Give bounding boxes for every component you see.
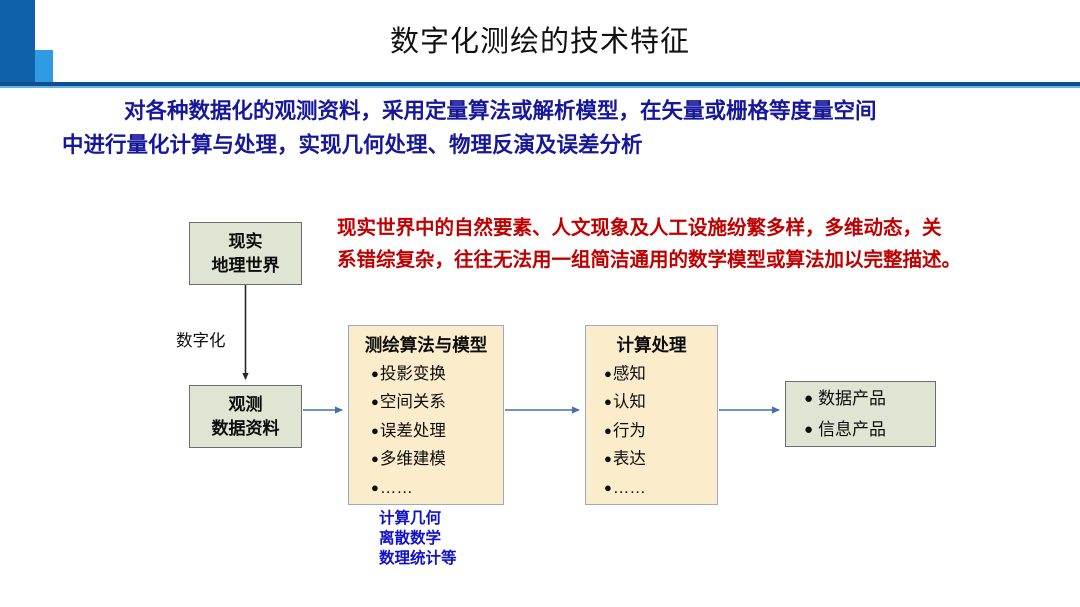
red-paragraph-line-2: 系错综复杂，往往无法用一组简洁通用的数学模型或算法加以完整描述。 xyxy=(337,248,962,271)
list-item-label: 误差处理 xyxy=(379,421,446,440)
list-item-label: 表达 xyxy=(612,450,646,469)
edge-label-digitize: 数字化 xyxy=(176,332,226,350)
flow-node-observation-line-2: 数据资料 xyxy=(211,418,280,438)
flow-node-computation[interactable]: 计算处理 ●感知 ●认知 ●行为 ●表达 ●…… xyxy=(585,325,718,505)
bullet-icon: ● xyxy=(371,422,379,438)
flow-node-real-world[interactable]: 现实 地理世界 xyxy=(189,222,302,285)
list-item: ●…… xyxy=(349,474,503,502)
list-item: ●行为 xyxy=(586,417,717,445)
lead-paragraph: 对各种数据化的观测资料，采用定量算法或解析模型，在矢量或栅格等度量空间 中进行量… xyxy=(62,95,1022,162)
list-item: ●投影变换 xyxy=(349,360,503,388)
flow-node-real-world-line-2: 地理世界 xyxy=(211,255,280,275)
list-item-label: …… xyxy=(612,478,646,497)
bullet-icon: ● xyxy=(804,421,814,438)
header-divider-rule xyxy=(0,82,1080,86)
flow-node-algorithms-title: 测绘算法与模型 xyxy=(364,335,488,355)
header-divider-rule-light xyxy=(0,86,1080,88)
flow-node-computation-title: 计算处理 xyxy=(616,335,687,355)
list-item: ●…… xyxy=(586,474,717,502)
list-item-label: 投影变换 xyxy=(379,365,446,383)
corner-accent-dark-bar xyxy=(0,0,35,82)
flow-node-observation-line-1: 观测 xyxy=(228,395,263,415)
list-item-label: 多维建模 xyxy=(379,450,446,469)
bullet-icon: ● xyxy=(604,451,612,467)
red-emphasis-paragraph: 现实世界中的自然要素、人文现象及人工设施纷繁多样，多维动态，关 系错综复杂，往往… xyxy=(337,213,985,276)
page-title: 数字化测绘的技术特征 xyxy=(389,26,690,58)
flow-node-observation-data[interactable]: 观测 数据资料 xyxy=(189,385,302,448)
flow-node-algorithms-models[interactable]: 测绘算法与模型 ●投影变换 ●空间关系 ●误差处理 ●多维建模 ●…… xyxy=(348,325,504,505)
list-item-label: …… xyxy=(379,478,413,497)
bullet-icon: ● xyxy=(804,389,814,407)
bullet-icon: ● xyxy=(604,394,612,410)
list-item: ●表达 xyxy=(586,445,717,473)
list-item: ●认知 xyxy=(586,388,717,416)
list-item-label: 感知 xyxy=(612,365,646,383)
bullet-icon: ● xyxy=(371,394,379,410)
list-item-label: 数据产品 xyxy=(818,388,887,408)
algorithms-foundation-note: 计算几何 离散数学 数理统计等 xyxy=(379,509,457,568)
list-item: ●数据产品 xyxy=(804,383,935,414)
bullet-icon: ● xyxy=(604,422,612,438)
list-item-label: 信息产品 xyxy=(818,420,887,439)
bullet-icon: ● xyxy=(604,366,612,381)
bullet-icon: ● xyxy=(371,451,379,467)
algorithms-foundation-note-line-3: 数理统计等 xyxy=(379,549,457,567)
list-item: ●多维建模 xyxy=(349,445,503,473)
list-item-label: 认知 xyxy=(612,393,646,412)
lead-paragraph-line-2: 中进行量化计算与处理，实现几何处理、物理反演及误差分析 xyxy=(62,132,643,157)
list-item-label: 行为 xyxy=(612,421,646,440)
red-paragraph-line-1: 现实世界中的自然要素、人文现象及人工设施纷繁多样，多维动态，关 xyxy=(337,217,942,239)
list-item: ●空间关系 xyxy=(349,388,503,416)
lead-paragraph-line-1: 对各种数据化的观测资料，采用定量算法或解析模型，在矢量或栅格等度量空间 xyxy=(124,99,877,123)
bullet-icon: ● xyxy=(371,366,379,381)
flow-node-products[interactable]: ●数据产品 ●信息产品 xyxy=(785,381,936,447)
bullet-icon: ● xyxy=(604,479,612,495)
bullet-icon: ● xyxy=(371,479,379,495)
corner-accent-light-square xyxy=(35,50,53,82)
flow-node-real-world-line-1: 现实 xyxy=(228,232,263,252)
list-item: ●感知 xyxy=(586,360,717,388)
algorithms-foundation-note-line-2: 离散数学 xyxy=(379,529,442,547)
list-item-label: 空间关系 xyxy=(379,393,446,412)
list-item: ●误差处理 xyxy=(349,417,503,445)
list-item: ●信息产品 xyxy=(804,414,935,445)
algorithms-foundation-note-line-1: 计算几何 xyxy=(379,510,442,527)
